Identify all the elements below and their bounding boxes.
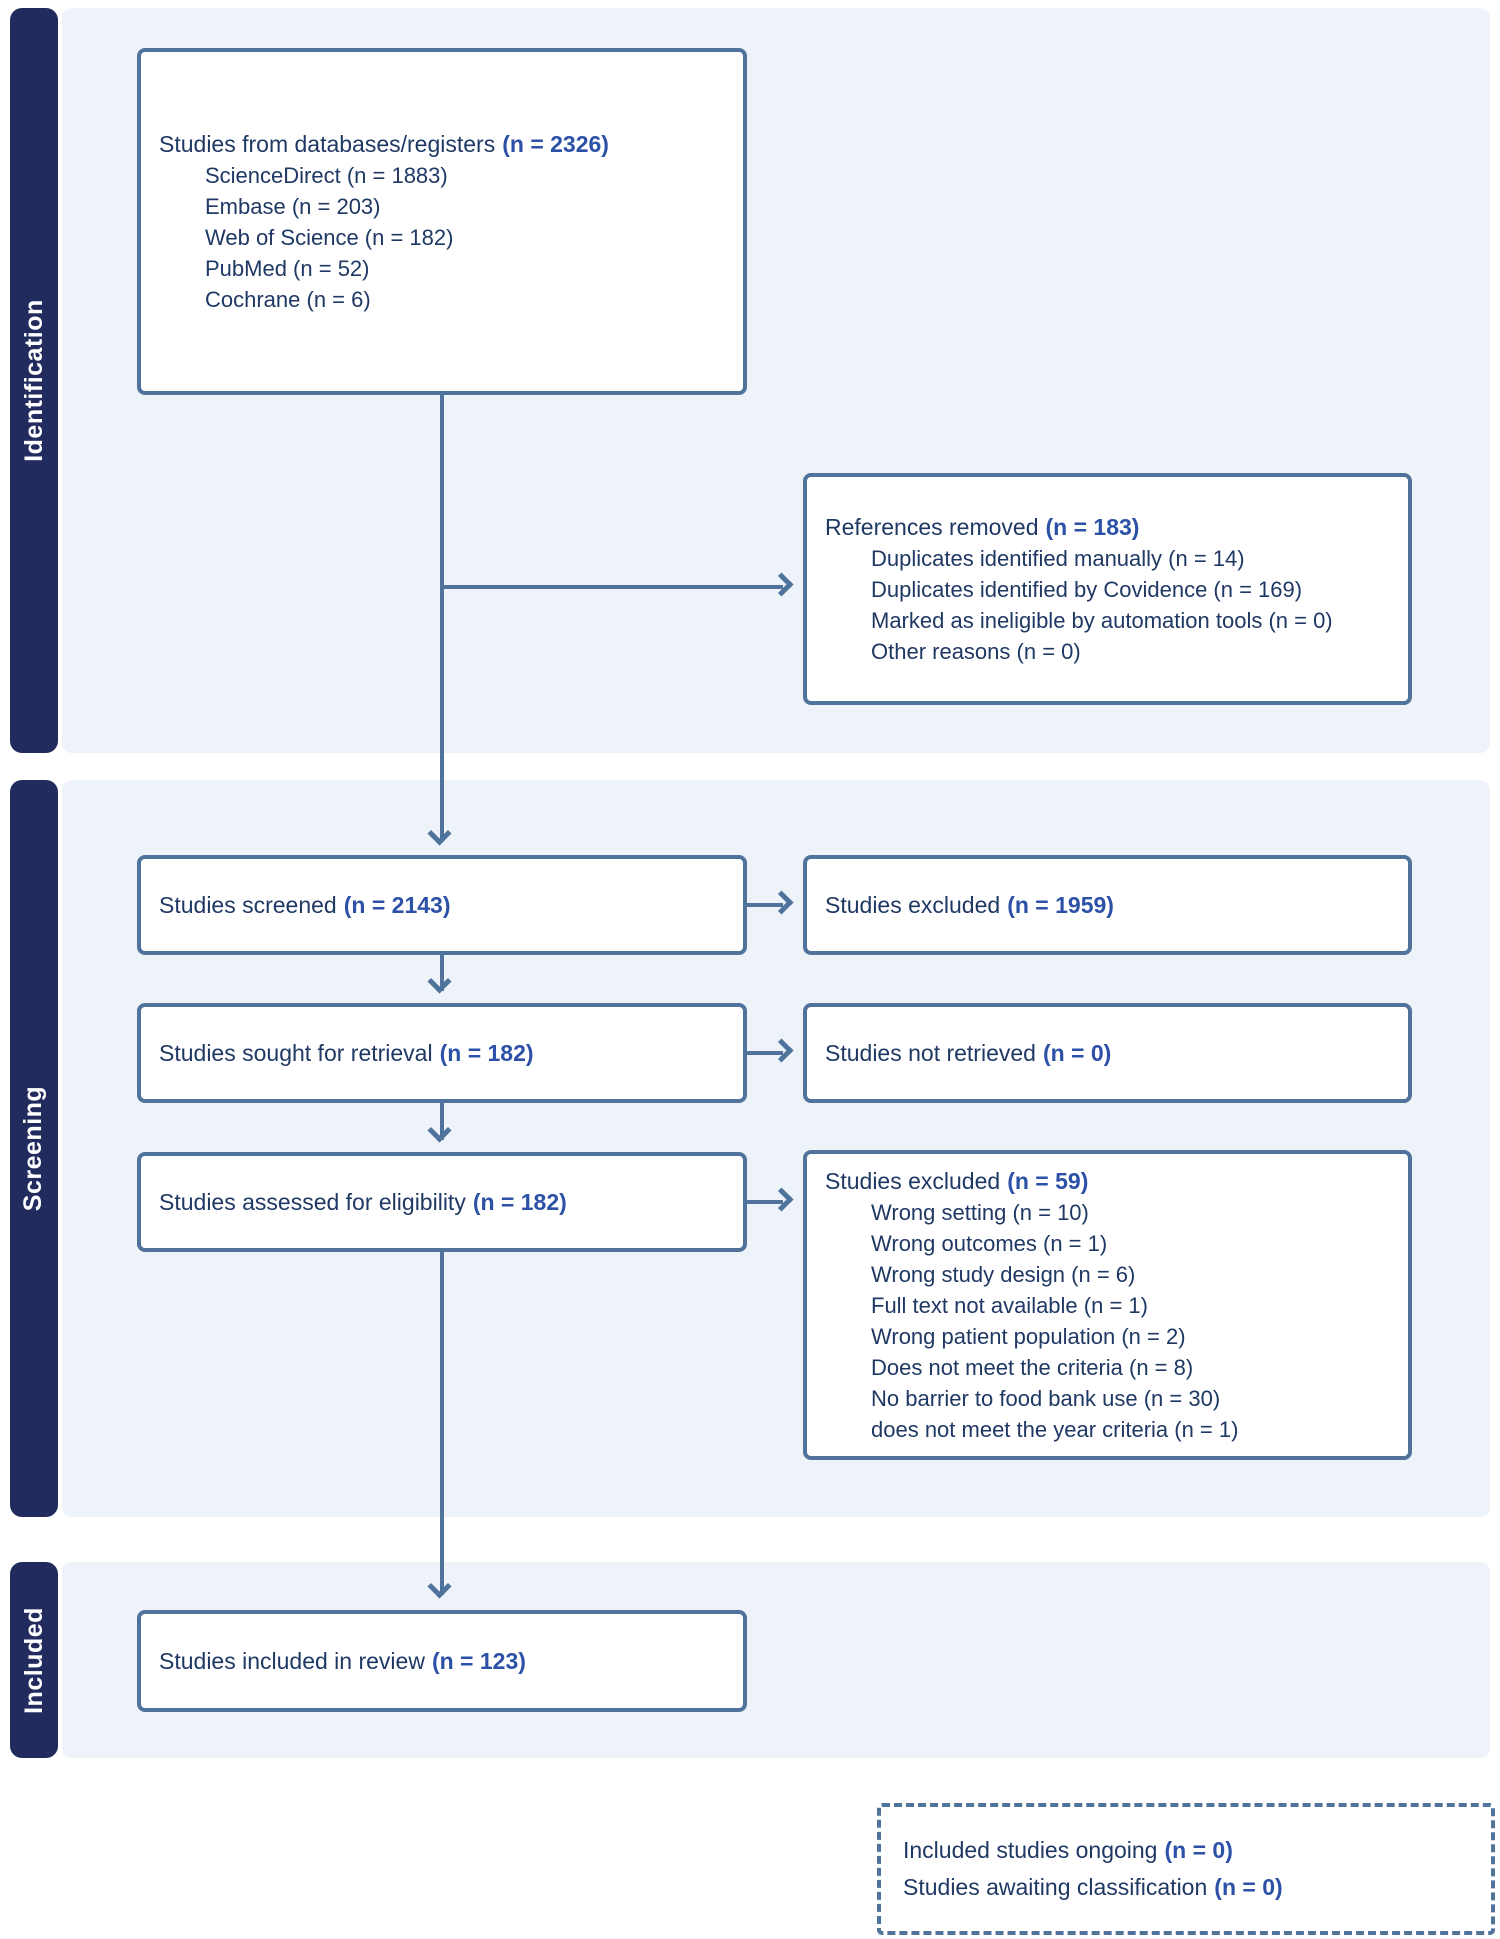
- screened-count: (n = 2143): [343, 891, 451, 918]
- references-removed-item: Other reasons (n = 0): [871, 638, 1081, 664]
- included-review-count: (n = 123): [431, 1647, 526, 1674]
- sought-title-text: Studies sought for retrieval: [159, 1039, 433, 1066]
- connector-screened-to-sought: [440, 955, 444, 991]
- assessed-title-text: Studies assessed for eligibility: [159, 1188, 466, 1215]
- not-retrieved-count: (n = 0): [1042, 1039, 1112, 1066]
- references-removed-title-text: References removed: [825, 513, 1039, 540]
- box-studies-screened: Studies screened(n = 2143): [137, 855, 747, 955]
- box-studies-included-review: Studies included in review(n = 123): [137, 1610, 747, 1712]
- awaiting-count: (n = 0): [1214, 1874, 1283, 1900]
- screening-label: Screening: [19, 1085, 48, 1212]
- references-removed-item: Duplicates identified manually (n = 14): [871, 545, 1245, 571]
- box-databases: Studies from databases/registers(n = 232…: [137, 48, 747, 395]
- excluded-eligibility-item: does not meet the year criteria (n = 1): [871, 1416, 1239, 1442]
- excluded-screening-title-text: Studies excluded: [825, 891, 1001, 918]
- excluded-eligibility-count: (n = 59): [1007, 1167, 1089, 1194]
- excluded-eligibility-title-text: Studies excluded: [825, 1167, 1001, 1194]
- identification-sidebar: Identification: [10, 8, 58, 753]
- box-references-removed: References removed(n = 183) Duplicates i…: [803, 473, 1412, 705]
- awaiting-line: Studies awaiting classification(n = 0): [903, 1869, 1491, 1906]
- included-review-title-text: Studies included in review: [159, 1647, 425, 1674]
- connector-assessed-to-excluded: [747, 1200, 783, 1204]
- box-studies-excluded-screening: Studies excluded(n = 1959): [803, 855, 1412, 955]
- sought-count: (n = 182): [439, 1039, 534, 1066]
- box-studies-not-retrieved: Studies not retrieved(n = 0): [803, 1003, 1412, 1103]
- databases-item: Embase (n = 203): [205, 193, 381, 219]
- excluded-screening-count: (n = 1959): [1007, 891, 1114, 918]
- excluded-eligibility-title: Studies excluded(n = 59): [825, 1166, 1408, 1197]
- excluded-eligibility-item: Does not meet the criteria (n = 8): [871, 1354, 1194, 1380]
- databases-item: Cochrane (n = 6): [205, 286, 371, 312]
- awaiting-text: Studies awaiting classification: [903, 1874, 1208, 1900]
- included-sidebar: Included: [10, 1562, 58, 1758]
- excluded-eligibility-item: Wrong study design (n = 6): [871, 1261, 1136, 1287]
- databases-title-text: Studies from databases/registers: [159, 130, 496, 157]
- databases-item: Web of Science (n = 182): [205, 224, 454, 250]
- databases-item: ScienceDirect (n = 1883): [205, 162, 448, 188]
- assessed-count: (n = 182): [472, 1188, 567, 1215]
- connector-to-references-removed: [440, 585, 783, 589]
- connector-screened-to-excluded: [747, 903, 783, 907]
- databases-item: PubMed (n = 52): [205, 255, 370, 281]
- connector-databases-to-screened: [440, 395, 444, 842]
- ongoing-count: (n = 0): [1164, 1837, 1233, 1863]
- excluded-eligibility-item: Full text not available (n = 1): [871, 1292, 1148, 1318]
- connector-sought-to-not-retrieved: [747, 1051, 783, 1055]
- box-ongoing-awaiting: Included studies ongoing(n = 0) Studies …: [877, 1803, 1495, 1935]
- screened-title-text: Studies screened: [159, 891, 337, 918]
- references-removed-item: Marked as ineligible by automation tools…: [871, 607, 1333, 633]
- databases-title: Studies from databases/registers(n = 232…: [159, 129, 743, 160]
- connector-sought-to-assessed: [440, 1103, 444, 1140]
- references-removed-title: References removed(n = 183): [825, 512, 1408, 543]
- not-retrieved-title-text: Studies not retrieved: [825, 1039, 1036, 1066]
- included-label: Included: [19, 1606, 48, 1714]
- box-studies-assessed: Studies assessed for eligibility(n = 182…: [137, 1152, 747, 1252]
- references-removed-count: (n = 183): [1045, 513, 1140, 540]
- excluded-eligibility-item: Wrong patient population (n = 2): [871, 1323, 1186, 1349]
- box-studies-sought: Studies sought for retrieval(n = 182): [137, 1003, 747, 1103]
- connector-assessed-to-included: [440, 1252, 444, 1595]
- databases-count: (n = 2326): [502, 130, 609, 157]
- ongoing-text: Included studies ongoing: [903, 1837, 1158, 1863]
- excluded-eligibility-item: Wrong outcomes (n = 1): [871, 1230, 1108, 1256]
- identification-label: Identification: [19, 299, 48, 462]
- box-studies-excluded-eligibility: Studies excluded(n = 59) Wrong setting (…: [803, 1150, 1412, 1460]
- references-removed-item: Duplicates identified by Covidence (n = …: [871, 576, 1303, 602]
- ongoing-line: Included studies ongoing(n = 0): [903, 1832, 1491, 1869]
- excluded-eligibility-item: No barrier to food bank use (n = 30): [871, 1385, 1221, 1411]
- screening-sidebar: Screening: [10, 780, 58, 1517]
- excluded-eligibility-item: Wrong setting (n = 10): [871, 1199, 1089, 1225]
